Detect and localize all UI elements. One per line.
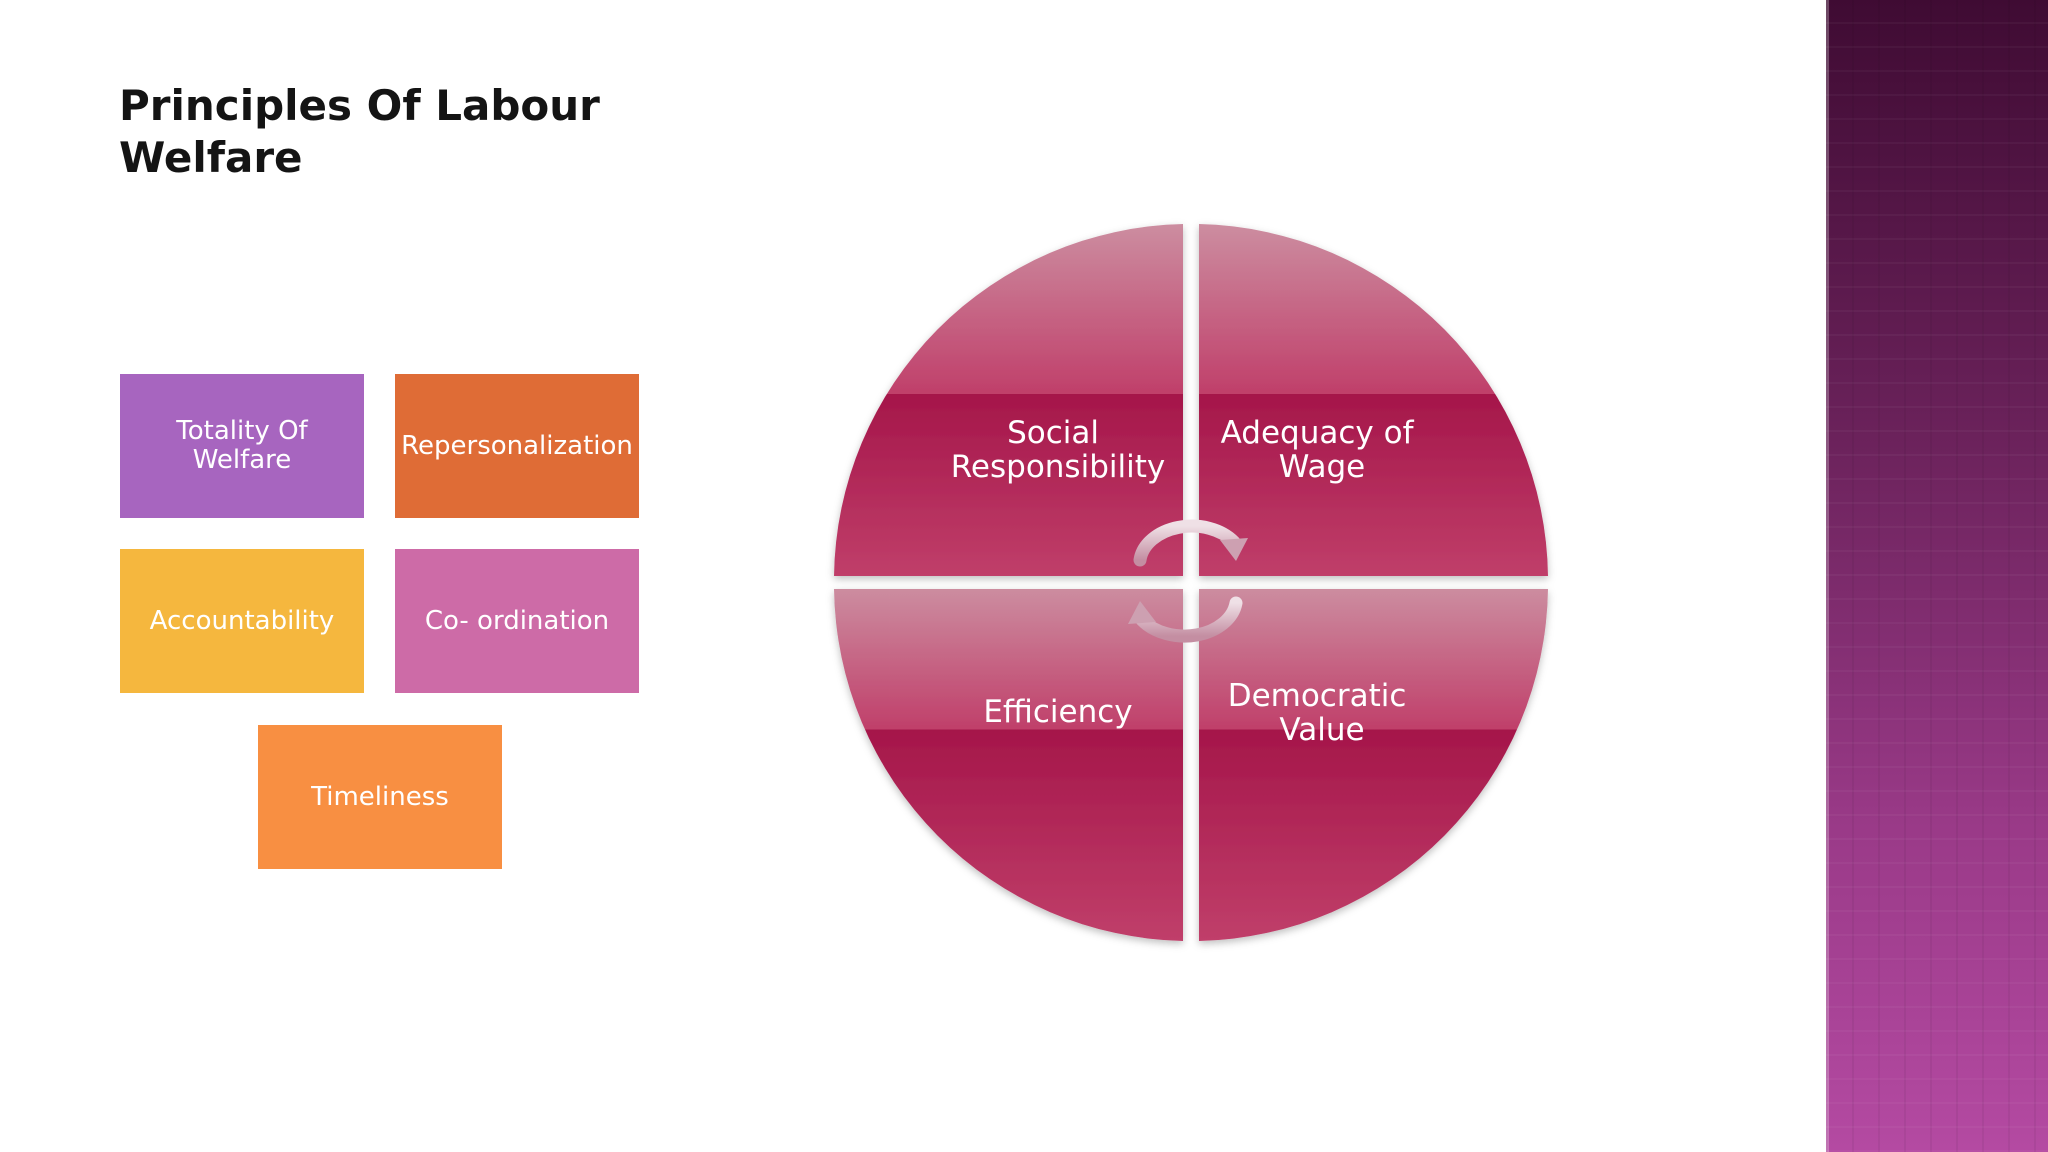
quadrant-top-right (1199, 224, 1548, 576)
slide-title-line-1: Principles Of Labour (119, 81, 600, 130)
box-repersonalization: Repersonalization (395, 374, 639, 518)
box-accountability: Accountability (120, 549, 364, 693)
quadrant-adequacy-of-wage-label: Adequacy of Wage (1221, 415, 1424, 485)
quadrant-social-responsibility-label: Social Responsibility (951, 415, 1165, 485)
box-accountability-label: Accountability (149, 605, 335, 636)
slide-title: Principles Of Labour Welfare (119, 80, 639, 184)
quadrant-top-left (834, 224, 1183, 576)
box-timeliness: Timeliness (258, 725, 502, 869)
box-totality-of-welfare: Totality Of Welfare (120, 374, 364, 518)
quadrant-efficiency-label: Efficiency (983, 694, 1132, 730)
quadrant-democratic-value-label: Democratic Value (1228, 678, 1417, 748)
slide-title-line-2: Welfare (119, 133, 303, 182)
quadrant-bottom-right (1199, 589, 1548, 941)
cycle-arrows-icon (1128, 519, 1248, 643)
box-repersonalization-label: Repersonalization (401, 430, 633, 461)
box-co-ordination-label: Co- ordination (424, 605, 610, 636)
box-totality-line-2: Welfare (192, 445, 292, 475)
box-co-ordination: Co- ordination (395, 549, 639, 693)
decorative-side-band (1826, 0, 2048, 1152)
quadrant-bottom-left (834, 589, 1183, 941)
box-timeliness-label: Timeliness (311, 781, 449, 812)
box-totality-line-1: Totality Of (176, 416, 308, 446)
